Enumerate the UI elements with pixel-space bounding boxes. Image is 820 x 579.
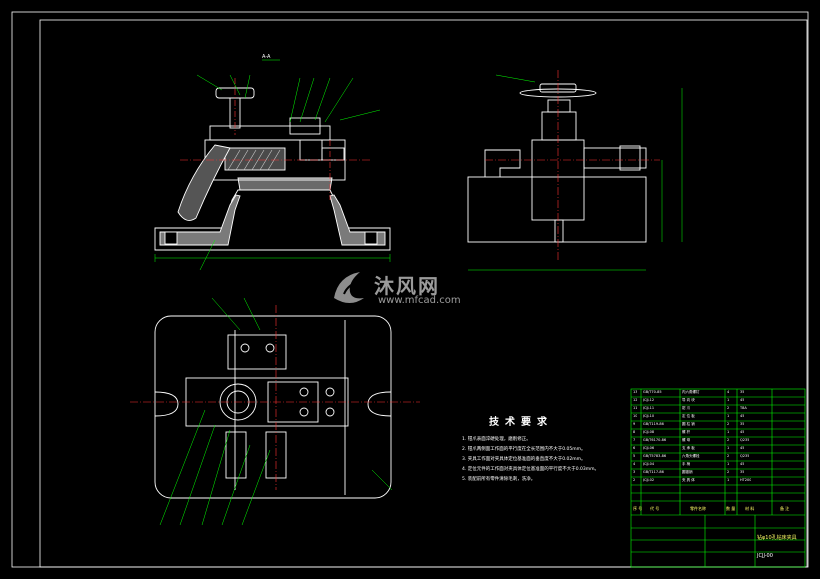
sheet-inner-border (39, 19, 808, 568)
technical-requirements-title: 技术要求 (489, 417, 553, 428)
bom-cell-qty: 2 (727, 422, 730, 426)
bom-cell-code: JCJJ-02 (643, 478, 655, 482)
bom-header-material: 材 料 (745, 506, 755, 511)
bom-cell-name: 定 位 板 (682, 414, 695, 418)
leader-lines-front (196, 59, 381, 271)
bom-cell-qty: 1 (727, 430, 730, 434)
bom-cell-code: GB/T70-85 (643, 390, 662, 394)
bom-cell-qty: 1 (727, 478, 730, 482)
bom-cell-name: 内六角螺钉 (682, 390, 700, 394)
bom-cell-mat: 35 (740, 422, 745, 426)
section-view-a-a (154, 78, 391, 262)
watermark-url: www.mfcad.com (378, 295, 461, 306)
bom-cell-no: 3 (633, 470, 636, 474)
bom-cell-code: JCJJ-10 (643, 414, 655, 418)
bom-cell-mat: Q235 (740, 438, 750, 442)
bom-cell-qty: 2 (727, 406, 730, 410)
bom-header-name: 零件名称 (690, 506, 706, 511)
bom-cell-name: 螺 母 (682, 438, 691, 442)
bom-header-qty: 数 量 (726, 506, 736, 511)
bom-cell-name: 圆 柱 销 (682, 422, 695, 426)
bom-cell-name: 夹 具 体 (682, 478, 695, 482)
bom-cell-name: 钳 爪 (682, 406, 691, 410)
bom-cell-qty: 2 (727, 438, 730, 442)
requirement-line: 1. 钳爪表面淬硬处理，磨削修正。 (462, 437, 531, 442)
bom-cell-name: 手 柄 (682, 462, 691, 466)
bom-cell-qty: 1 (727, 446, 730, 450)
drawing-number: JCJJ-00 (757, 553, 773, 559)
bom-cell-qty: 4 (727, 390, 730, 394)
requirement-line: 4. 定位元件的工作面对夹具体定位基准面的平行度不大于0.03mm。 (462, 467, 600, 472)
bom-cell-qty: 1 (727, 462, 730, 466)
requirement-line: 2. 钳爪两侧面工作面的平行度在全长范围内不大于0.05mm。 (462, 447, 586, 452)
requirement-line: 5. 装配前所有零件清除毛刺，洗净。 (462, 477, 536, 482)
watermark-text: 沐风网 (374, 274, 440, 298)
bom-cell-qty: 1 (727, 398, 730, 402)
bom-cell-code: JCJJ-12 (643, 398, 655, 402)
watermark: 沐风网 www.mfcad.com (330, 268, 490, 308)
title-block-grid (630, 388, 806, 568)
bom-cell-no: 12 (633, 398, 638, 402)
bom-cell-no: 13 (633, 390, 638, 394)
bom-cell-no: 11 (633, 406, 638, 410)
bom-cell-name: 导 向 块 (682, 398, 695, 402)
bom-cell-code: GB/T5783-86 (643, 454, 667, 458)
bom-cell-code: JCJJ-06 (643, 446, 655, 450)
drawing-name: 钻φ10孔钻床夹具 (757, 535, 797, 541)
bom-cell-mat: HT200 (740, 478, 752, 482)
requirement-line: 3. 夹具工作面对夹具体定位基准面的垂直度不大于0.02mm。 (462, 457, 586, 462)
bom-cell-qty: 1 (727, 414, 730, 418)
bom-cell-code: GB/T6170-86 (643, 438, 667, 442)
bom-cell-code: JCJJ-11 (643, 406, 655, 410)
bom-cell-code: JCJJ-04 (643, 462, 655, 466)
bom-header-code: 代 号 (650, 506, 660, 511)
bom-header-note: 备 注 (780, 506, 790, 511)
bom-cell-no: 8 (633, 430, 636, 434)
watermark-logo-icon (334, 272, 364, 303)
bom-cell-mat: 45 (740, 462, 745, 466)
bom-cell-no: 9 (633, 422, 636, 426)
bom-cell-mat: 45 (740, 446, 745, 450)
bom-cell-mat: T8A (740, 406, 747, 410)
bom-cell-name: 支 承 板 (682, 446, 695, 450)
bom-cell-no: 5 (633, 454, 636, 458)
bom-cell-qty: 2 (727, 470, 730, 474)
bom-cell-code: GB/T119-86 (643, 422, 664, 426)
bom-cell-code: GB/T117-86 (643, 470, 664, 474)
top-view (130, 305, 420, 499)
side-view (467, 70, 683, 271)
bom-cell-name: 圆锥销 (682, 470, 693, 474)
bom-cell-no: 10 (633, 414, 638, 418)
bom-cell-mat: 45 (740, 430, 745, 434)
bom-cell-name: 螺 杆 (682, 430, 691, 434)
bom-cell-qty: 2 (727, 454, 730, 458)
bom-cell-name: 六角头螺栓 (682, 454, 700, 458)
bom-cell-no: 7 (633, 438, 636, 442)
bom-cell-code: JCJJ-08 (643, 430, 655, 434)
bom-header-no: 序 号 (633, 506, 643, 511)
bom-cell-no: 2 (633, 478, 636, 482)
bom-cell-mat: 35 (740, 470, 745, 474)
section-label: A-A (262, 54, 271, 60)
bom-cell-mat: 45 (740, 398, 745, 402)
bom-cell-mat: 35 (740, 390, 745, 394)
bom-cell-mat: 45 (740, 414, 745, 418)
bom-cell-no: 4 (633, 462, 636, 466)
bom-cell-no: 6 (633, 446, 636, 450)
leader-lines-top (159, 297, 393, 526)
bom-cell-mat: Q235 (740, 454, 750, 458)
